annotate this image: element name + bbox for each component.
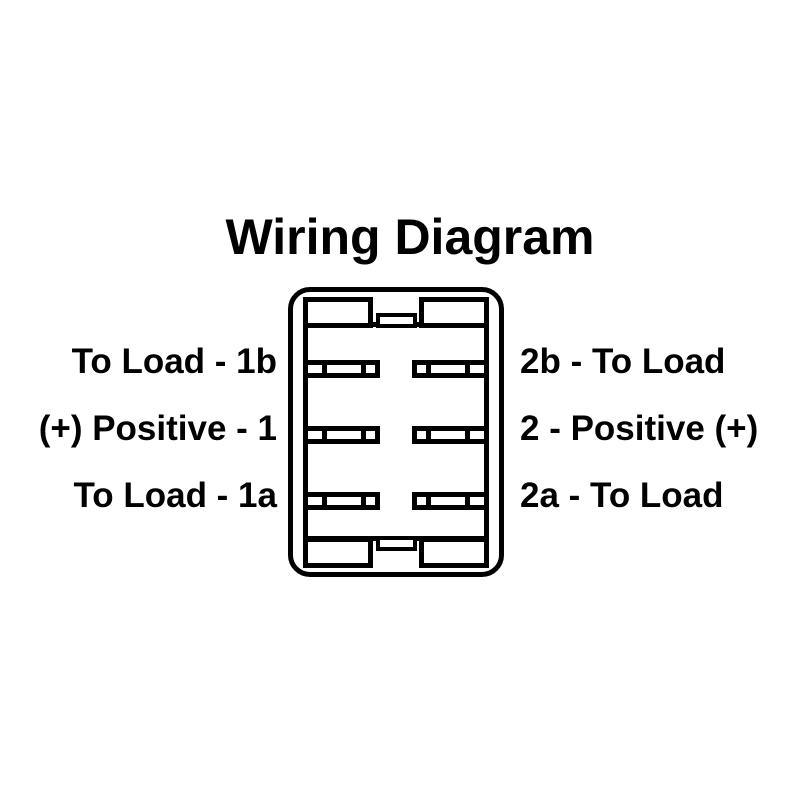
- terminal-pin-2: [412, 426, 489, 444]
- terminal-label-1: (+) Positive - 1: [38, 409, 277, 448]
- pin-divider: [322, 431, 327, 439]
- terminal-pin-2a: [412, 492, 489, 510]
- keying-notch-top: [376, 313, 417, 328]
- pin-divider: [426, 365, 431, 373]
- terminal-pin-1: [303, 426, 380, 444]
- pin-divider: [426, 431, 431, 439]
- terminal-label-2: 2 - Positive (+): [520, 409, 759, 448]
- terminal-label-1a: To Load - 1a: [73, 476, 277, 515]
- terminal-pin-1a: [303, 492, 380, 510]
- pin-divider: [322, 497, 327, 505]
- page-title: Wiring Diagram: [225, 209, 595, 265]
- mounting-slot-top-right: [419, 297, 489, 328]
- terminal-label-2b: 2b - To Load: [520, 342, 726, 381]
- pin-divider: [322, 365, 327, 373]
- pin-divider: [465, 497, 470, 505]
- keying-notch-bottom: [376, 536, 417, 551]
- mounting-slot-bottom-right: [419, 537, 489, 568]
- terminal-label-1b: To Load - 1b: [71, 342, 277, 381]
- terminal-label-2a: 2a - To Load: [520, 476, 724, 515]
- terminal-pin-2b: [412, 360, 489, 378]
- pin-divider: [361, 497, 366, 505]
- mounting-slot-bottom-left: [303, 537, 373, 568]
- pin-divider: [361, 365, 366, 373]
- pin-divider: [426, 497, 431, 505]
- pin-divider: [465, 365, 470, 373]
- pin-divider: [361, 431, 366, 439]
- terminal-pin-1b: [303, 360, 380, 378]
- pin-divider: [465, 431, 470, 439]
- mounting-slot-top-left: [303, 297, 373, 328]
